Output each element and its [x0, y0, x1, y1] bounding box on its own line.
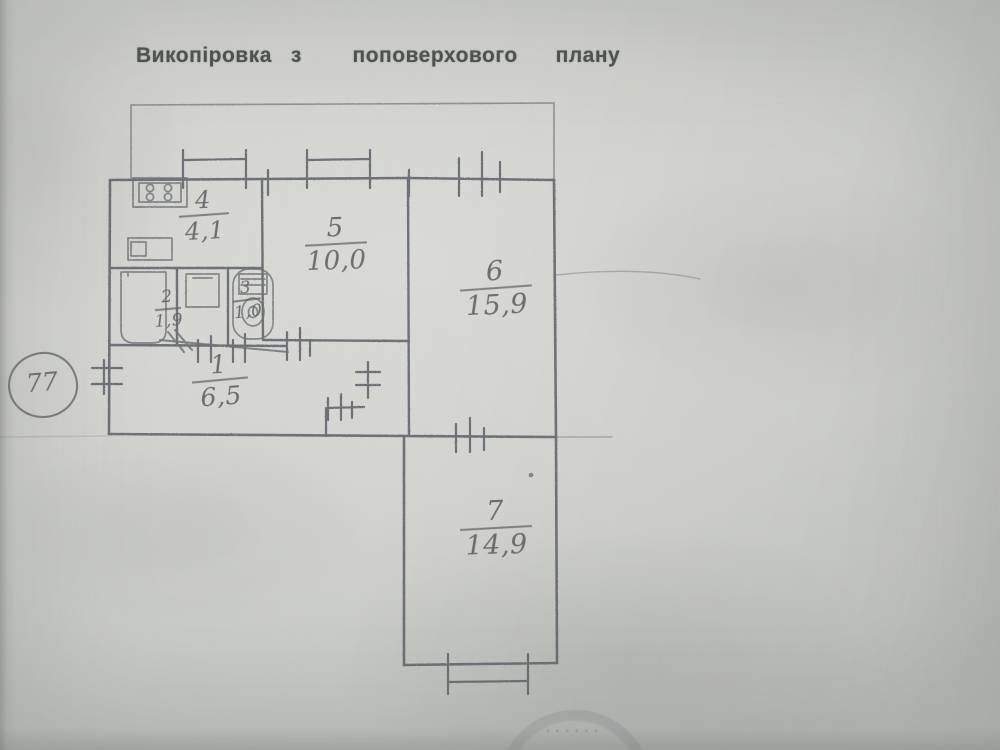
room-label-2: 2 1,9	[147, 286, 190, 332]
room-label-1: 1 6,5	[178, 349, 262, 413]
room-area: 1,0	[232, 300, 264, 324]
official-stamp	[498, 710, 652, 750]
apartment-number: 77	[24, 366, 60, 399]
official-stamp-text: • • • • • •	[546, 726, 600, 736]
room-number: 6	[485, 255, 506, 288]
room-label-4: 4 4,1	[165, 185, 244, 246]
room-label-5: 5 10,0	[289, 212, 383, 278]
room-area: 6,5	[199, 380, 243, 413]
paper-edge-bottom	[0, 728, 1000, 750]
page-title: Викопіровка з поповерхового плану	[136, 44, 621, 67]
room-area: 10,0	[306, 244, 368, 278]
room-label-3: 3 1,0	[224, 278, 270, 323]
ink-dot	[528, 472, 534, 478]
room-area: 14,9	[465, 528, 529, 563]
room-area: 15,9	[465, 288, 529, 323]
room-number: 2	[160, 286, 174, 308]
room-area: 1,9	[153, 310, 184, 332]
room-label-6: 6 15,9	[442, 255, 549, 323]
room-number: 7	[485, 495, 506, 528]
room-label-7: 7 14,9	[443, 495, 549, 563]
room-area: 4,1	[184, 215, 226, 246]
room-number: 1	[209, 349, 229, 380]
room-number: 5	[326, 212, 345, 244]
outer-guide-box	[130, 102, 555, 181]
faint-guide-lines	[0, 270, 701, 438]
room-number: 4	[194, 185, 213, 215]
room-number: 3	[238, 277, 253, 299]
